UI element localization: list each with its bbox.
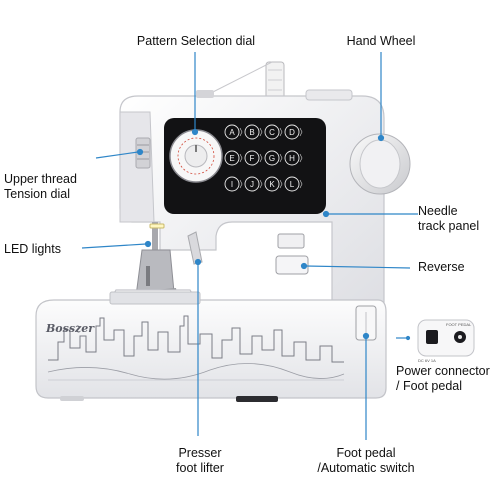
label-foot-pedal-automatic-switch: Foot pedal /Automatic switch	[317, 446, 415, 475]
led-light	[149, 223, 165, 229]
pattern-key-label-l: L	[290, 180, 295, 189]
machine-base	[35, 289, 387, 399]
pattern-key-c	[264, 124, 280, 140]
pattern-key-j	[244, 176, 260, 192]
stitch-glyph	[239, 153, 243, 163]
stitch-glyph	[239, 127, 243, 137]
pattern-key-b	[244, 124, 260, 140]
stitch-glyph	[279, 179, 283, 189]
pattern-key-label-a: A	[229, 128, 235, 137]
label-hand-wheel: Hand Wheel	[346, 34, 416, 48]
label-reverse: Reverse	[418, 260, 465, 274]
pattern-key-label-d: D	[289, 128, 295, 137]
brand-logo: Bosszer	[45, 322, 95, 335]
reverse-lever	[275, 255, 309, 275]
label-needle-track-panel: Needle track panel	[418, 204, 480, 233]
stitch-glyph	[299, 127, 303, 137]
pattern-key-a	[224, 124, 240, 140]
hand-wheel	[349, 133, 411, 195]
stitch-glyph	[299, 153, 303, 163]
power-connector-icon	[417, 319, 475, 357]
pattern-key-f	[244, 150, 260, 166]
pattern-key-k	[264, 176, 280, 192]
stitch-glyph	[299, 179, 303, 189]
stitch-glyph	[279, 153, 283, 163]
pattern-key-i	[224, 176, 240, 192]
skyline-decoration	[48, 315, 344, 363]
label-presser-foot-lifter: Presser foot lifter	[176, 446, 224, 475]
presser-foot-lifter	[187, 231, 203, 265]
pattern-key-e	[224, 150, 240, 166]
stitch-glyph	[259, 127, 263, 137]
pattern-key-label-g: G	[269, 154, 275, 163]
stitch-glyph	[279, 127, 283, 137]
pattern-key-g	[264, 150, 280, 166]
pattern-key-label-j: J	[250, 180, 254, 189]
stitch-glyph	[239, 179, 243, 189]
stitch-glyph	[259, 179, 263, 189]
label-led-lights: LED lights	[4, 242, 61, 256]
connector-pedal-label: FOOT PEDAL	[446, 322, 472, 327]
pattern-key-label-i: I	[231, 180, 233, 189]
pattern-key-h	[284, 150, 300, 166]
pattern-key-label-f: F	[250, 154, 255, 163]
label-pattern-selection-dial: Pattern Selection dial	[136, 34, 256, 48]
stitch-glyph	[259, 153, 263, 163]
pattern-key-d	[284, 124, 300, 140]
pattern-key-grid: A B C D E F G H I J K L	[224, 124, 303, 192]
leader-lines	[81, 52, 418, 440]
pattern-key-l	[284, 176, 300, 192]
label-upper-thread-tension-dial: Upper thread Tension dial	[4, 172, 77, 201]
pattern-key-label-h: H	[289, 154, 295, 163]
label-power-connector: Power connector / Foot pedal	[396, 364, 490, 393]
pattern-key-label-e: E	[229, 154, 234, 163]
pattern-key-label-k: K	[269, 180, 275, 189]
connector-dc-label: DC 6V 1A	[418, 358, 436, 363]
pattern-key-label-c: C	[269, 128, 275, 137]
pattern-key-label-b: B	[249, 128, 254, 137]
